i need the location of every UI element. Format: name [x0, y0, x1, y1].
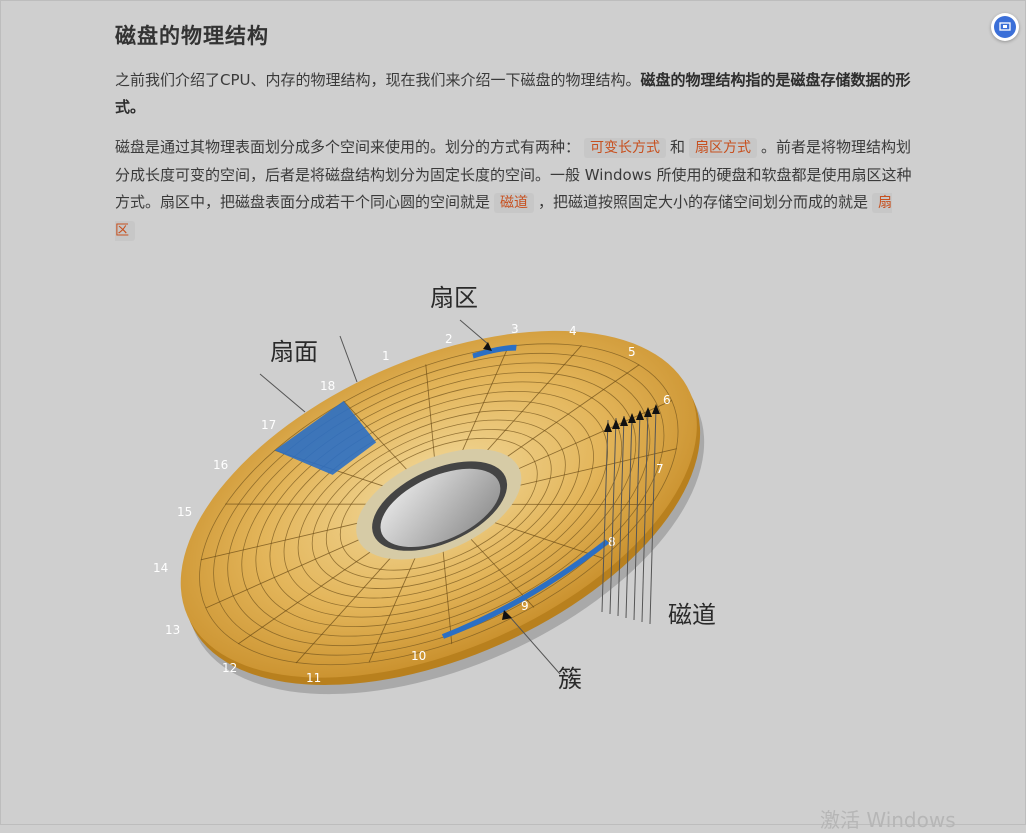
- sector-number: 16: [213, 458, 228, 472]
- sector-number: 2: [445, 332, 453, 346]
- label-track: 磁道: [668, 601, 716, 629]
- sector-number: 5: [628, 345, 636, 359]
- track-arrows-icon: [604, 404, 660, 432]
- sector-highlight: [472, 344, 517, 359]
- leader-lines: [259, 319, 657, 675]
- intro-paragraph: 之前我们介绍了CPU、内存的物理结构，现在我们来介绍一下磁盘的物理结构。磁盘的物…: [115, 67, 915, 121]
- sector-number: 7: [656, 462, 664, 476]
- screen-share-icon: [994, 16, 1016, 38]
- para-text-1: 磁盘是通过其物理表面划分成多个空间来使用的。划分的方式有两种：: [115, 138, 581, 156]
- intro-text: 之前我们介绍了CPU、内存的物理结构，现在我们来介绍一下磁盘的物理结构。: [115, 71, 641, 89]
- intro-bold-text: 磁盘的物理结构指的是磁盘存储数据的形式。: [115, 71, 911, 116]
- para-text-2: 和: [670, 138, 686, 156]
- inline-code-variable-length: 可变长方式: [584, 138, 667, 158]
- disk-structure-diagram: 1 2 3 4 5 6 7 8 9 10 11 12 13 14 15 16 1…: [140, 262, 740, 722]
- sector-face-highlight: [274, 401, 377, 475]
- sector-number-labels: 1 2 3 4 5 6 7 8 9 10 11 12 13 14 15 16 1…: [153, 322, 671, 685]
- hub-hole: [380, 468, 501, 548]
- para-text-4: ，把磁道按照固定大小的存储空间划分而成的就是: [538, 193, 869, 211]
- description-paragraph: 磁盘是通过其物理表面划分成多个空间来使用的。划分的方式有两种：可变长方式和扇区方…: [115, 134, 915, 245]
- sector-number: 18: [320, 379, 335, 393]
- sector-arrow-icon: [483, 342, 492, 351]
- sector-number: 14: [153, 561, 168, 575]
- sector-number: 15: [177, 505, 192, 519]
- sector-number: 4: [569, 324, 577, 338]
- para-text-3: 。前者是将物理结构划分成长度可变的空间，后者是将磁盘结构划分为固定长度的空间。一…: [115, 138, 912, 211]
- sector-number: 13: [165, 623, 180, 637]
- inline-code-track: 磁道: [494, 193, 535, 213]
- floating-action-button[interactable]: [991, 13, 1019, 41]
- sector-number: 3: [511, 322, 519, 336]
- label-face: 扇面: [270, 338, 318, 366]
- label-sector: 扇区: [430, 284, 478, 312]
- label-cluster: 簇: [558, 665, 582, 693]
- windows-activation-watermark: 激活 Windows: [820, 808, 956, 832]
- sector-number: 1: [382, 349, 390, 363]
- sector-number: 17: [261, 418, 276, 432]
- inline-code-sector-method: 扇区方式: [689, 138, 758, 158]
- sector-number: 6: [663, 393, 671, 407]
- disk-diagram-svg: 1 2 3 4 5 6 7 8 9 10 11 12 13 14 15 16 1…: [153, 284, 716, 695]
- sector-number: 12: [222, 661, 237, 675]
- cluster-highlight: [441, 539, 610, 639]
- page-title: 磁盘的物理结构: [115, 24, 269, 48]
- cluster-arrow-icon: [502, 610, 512, 620]
- sector-number: 9: [521, 599, 529, 613]
- sector-number: 11: [306, 671, 321, 685]
- sector-number: 10: [411, 649, 426, 663]
